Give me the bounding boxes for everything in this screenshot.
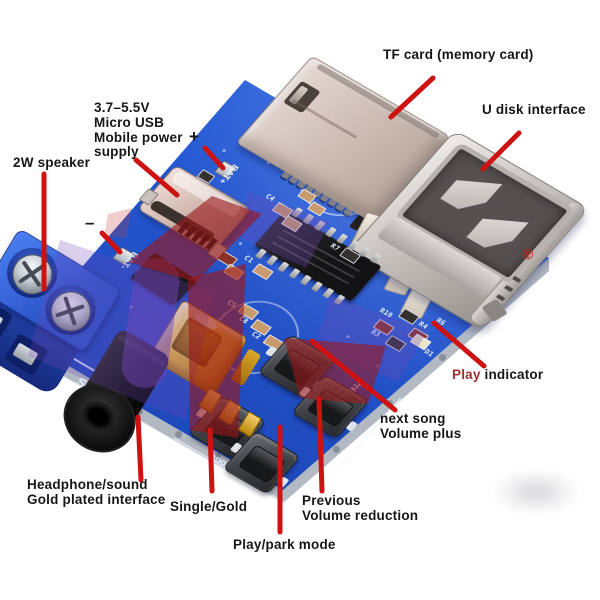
ic-pin [336,233,349,245]
screw-slot [18,263,46,284]
amplifier-ic [130,252,198,307]
label-play-word: Play [452,367,481,382]
ic-pin [266,254,279,266]
usb-a-contact-spring [440,165,502,218]
ic-pin [299,274,312,286]
label-u-disk: U disk interface [482,102,586,117]
label-previous-line2: Volume reduction [302,507,419,523]
label-headphone: Headphone/sound Gold plated interface [27,477,166,508]
label-next-line1: next song [380,411,446,426]
castellation-hole [333,446,340,453]
label-speaker: 2W speaker [13,155,91,170]
tf-slot-opening [315,63,441,139]
label-headphone-line1: Headphone/sound [27,477,148,492]
terminal-clamp [12,342,39,366]
ic-pin [291,207,304,218]
label-previous-line1: Previous [302,493,361,508]
ic-pin [322,287,335,299]
micro-usb-connector [133,164,254,260]
label-power-line2: Micro USB [94,114,165,130]
ic-pin [288,268,301,279]
via [238,241,243,246]
ref-c1: C1 [242,254,256,265]
label-bat-minus: – [85,213,95,232]
terminal-clamp [0,307,4,331]
via [221,148,227,153]
tf-slot-groove [291,99,358,139]
label-indicator-word: indicator [480,367,544,382]
label-power-line1: 3.7–5.5V [94,100,150,115]
via [375,363,381,368]
ic-pin [311,281,323,292]
usb-a-contact-spring [466,203,528,256]
label-power-line4: supply [94,144,139,160]
label-play-indicator: Play indicator [452,367,544,383]
ref-r10: R10 [377,306,395,320]
ref-c4: C4 [263,192,277,204]
label-power-line3: Mobile power [94,129,183,145]
label-previous: Previous Volume reduction [302,493,419,524]
paper-shadow [492,468,580,516]
ic-pin [302,213,315,225]
ic-pin [333,294,346,306]
ic-pin [254,248,267,260]
label-headphone-line2: Gold plated interface [27,491,166,507]
label-next-song: next song Volume plus [380,411,462,442]
smd-capacitor [222,263,245,281]
smd-resistor [215,250,239,268]
label-bat-plus: + [189,127,200,146]
via [345,334,351,339]
smd-capacitor [251,263,274,281]
label-single-gold: Single/Gold [170,499,248,514]
label-next-line2: Volume plus [380,425,462,441]
label-power: 3.7–5.5V Micro USB Mobile power supply [94,100,183,160]
castellation-hole [214,453,221,460]
ref-r6: R6 [434,316,448,328]
ic-pin [324,226,337,238]
tf-slot-notch [282,80,321,114]
smd-resistor [384,335,407,353]
jack-gold-pin [198,387,223,414]
via [128,305,134,309]
ic-pin [313,220,326,231]
label-tf-card: TF card (memory card) [383,47,534,62]
label-play-park: Play/park mode [233,537,336,552]
ic-pin [277,261,290,273]
castellation-hole [175,431,182,438]
terminal-wire-hole [3,333,49,377]
